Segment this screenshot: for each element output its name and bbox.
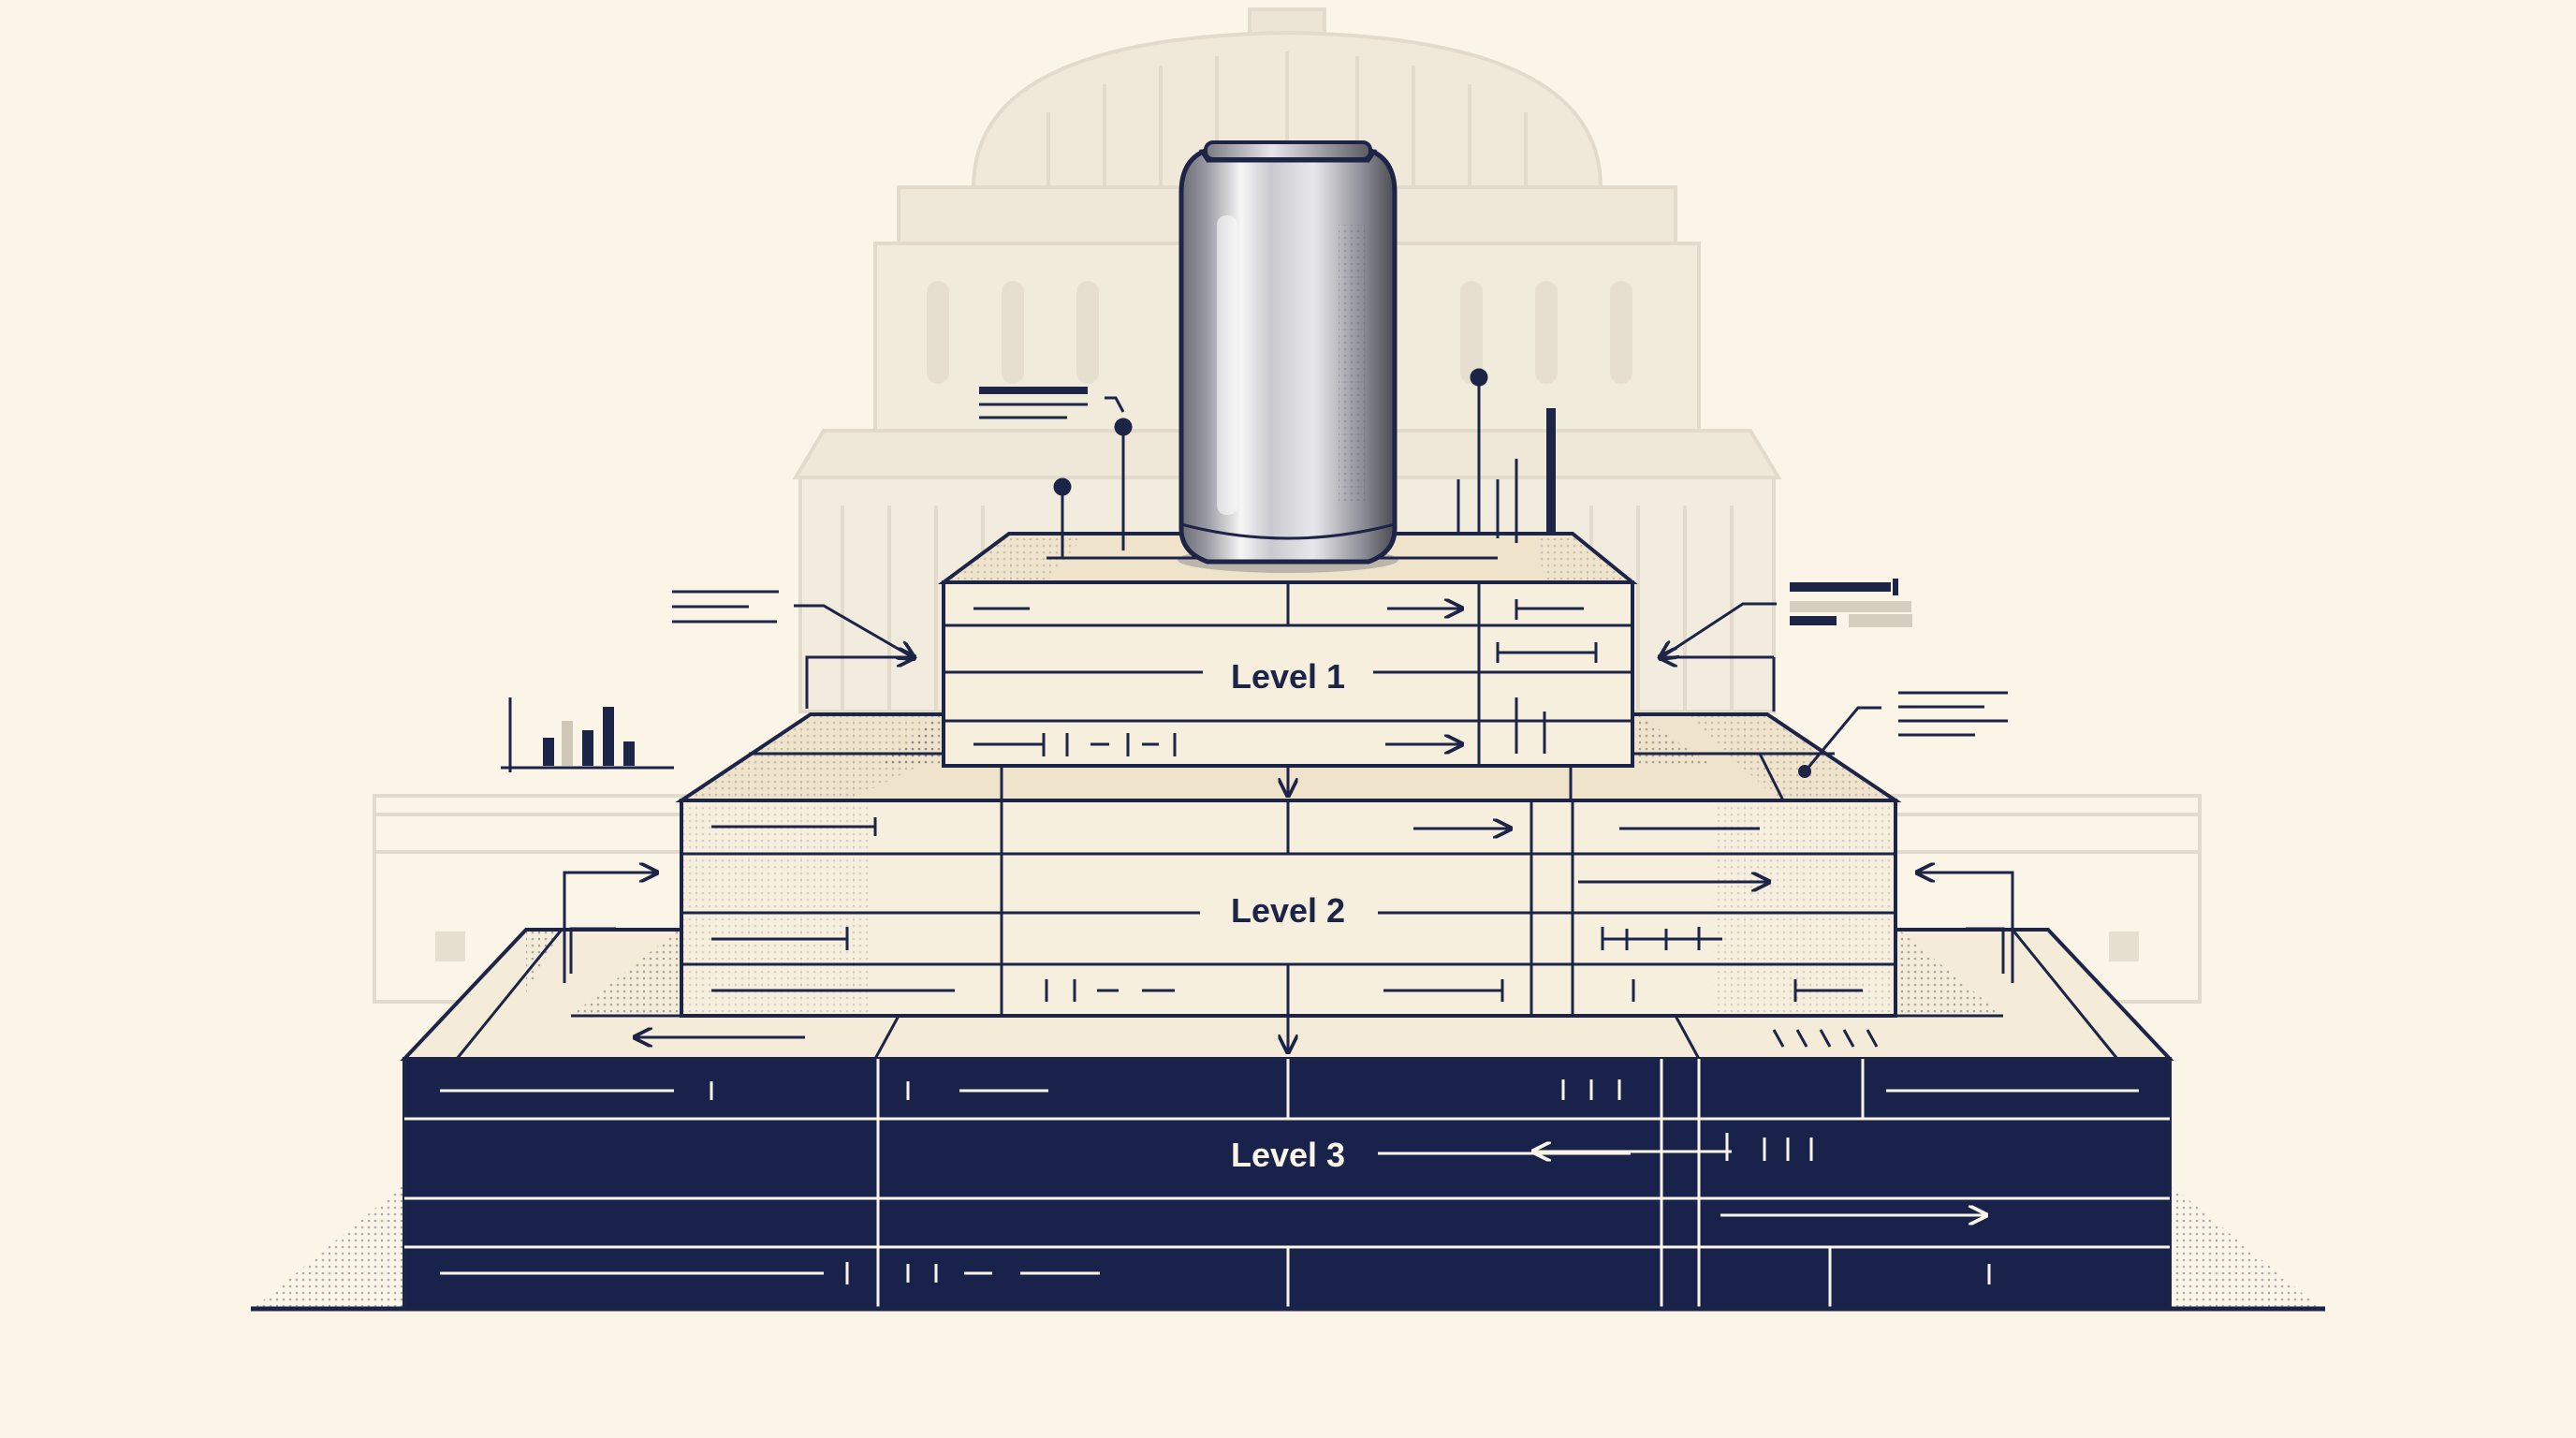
left-annotations bbox=[563, 590, 913, 983]
aluminum-can-icon bbox=[1178, 140, 1398, 573]
level-1-label: Level 1 bbox=[1231, 657, 1345, 696]
level-3-label: Level 3 bbox=[1231, 1136, 1345, 1174]
right-annotations bbox=[1661, 579, 2014, 983]
callout-pins bbox=[979, 368, 1556, 558]
level-2-label: Level 2 bbox=[1231, 891, 1345, 930]
level-1-block: Level 1 bbox=[880, 532, 1713, 768]
bar-chart-icon bbox=[501, 697, 674, 772]
